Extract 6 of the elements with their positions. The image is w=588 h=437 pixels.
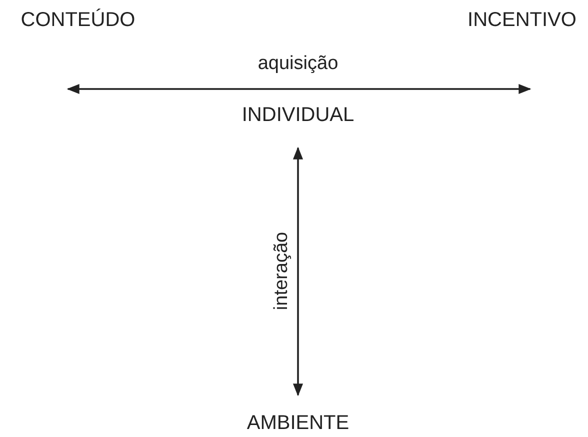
double-arrow xyxy=(66,84,532,94)
node-label: INDIVIDUAL xyxy=(242,103,354,127)
double-arrow xyxy=(292,146,304,396)
node-label: CONTEÚDO xyxy=(20,8,136,32)
node-label: INCENTIVO xyxy=(468,8,576,32)
node-label: AMBIENTE xyxy=(246,411,350,435)
